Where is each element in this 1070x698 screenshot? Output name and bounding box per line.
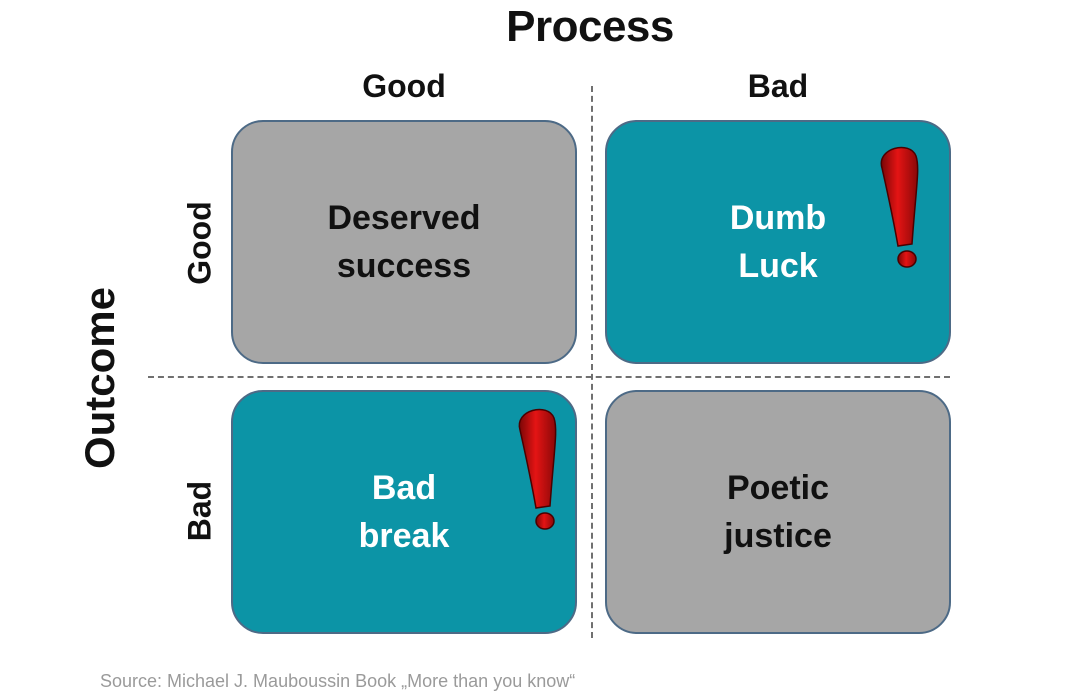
cell-line: Deserved	[327, 199, 481, 237]
cell-poetic-justice: Poetic justice	[605, 390, 951, 634]
exclamation-mark-icon	[880, 146, 919, 268]
cell-line: Dumb	[729, 199, 827, 237]
cell-line: success	[336, 247, 472, 285]
cell-line: Poetic	[726, 469, 830, 507]
horizontal-divider	[148, 376, 950, 378]
cell-line: break	[358, 517, 450, 555]
column-label-bad: Bad	[747, 68, 809, 104]
cell-text: Deserved success	[327, 194, 480, 290]
cell-line: justice	[724, 517, 832, 555]
exclamation-mark-icon	[518, 408, 557, 530]
diagram-title: Process	[506, 2, 674, 51]
cell-text: Bad break	[359, 464, 450, 560]
row-label-good: Good	[181, 201, 218, 285]
outcome-axis-label: Outcome	[76, 286, 123, 470]
column-label-good: Good	[362, 68, 446, 104]
cell-text: Poetic justice	[724, 464, 832, 560]
source-caption: Source: Michael J. Mauboussin Book „More…	[100, 671, 576, 691]
row-label-bad: Bad	[181, 480, 218, 542]
vertical-divider	[591, 86, 593, 638]
cell-text: Dumb Luck	[730, 194, 826, 290]
cell-line: Bad	[371, 469, 437, 507]
cell-deserved-success: Deserved success	[231, 120, 577, 364]
cell-bad-break: Bad break	[231, 390, 577, 634]
cell-line: Luck	[738, 247, 818, 285]
